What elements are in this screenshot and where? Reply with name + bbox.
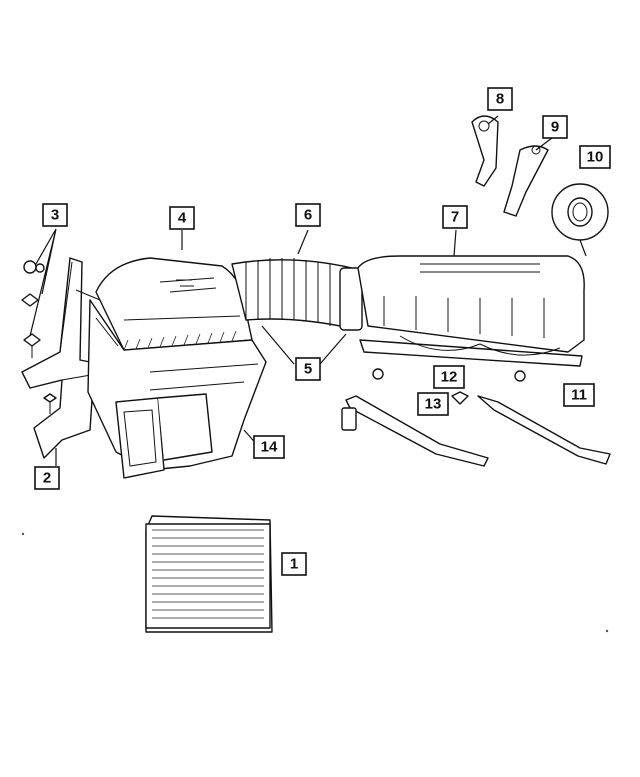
- callout-9-label: 9: [551, 119, 559, 136]
- callout-14: 14: [253, 435, 285, 459]
- part-14-air-cleaner-base: [87, 299, 267, 479]
- part-6-corrugated-duct: [231, 258, 363, 331]
- callout-10: 10: [579, 145, 611, 169]
- callout-13: 13: [417, 392, 449, 416]
- part-11-support-rod: [477, 395, 611, 465]
- callout-11: 11: [563, 383, 595, 407]
- callout-2: 2: [34, 466, 60, 490]
- callout-9: 9: [542, 115, 568, 139]
- part-12-support-rod: [341, 395, 489, 467]
- callout-4: 4: [169, 206, 195, 230]
- callout-12: 12: [433, 365, 465, 389]
- callout-6: 6: [295, 203, 321, 227]
- part-8-bracket: [471, 115, 499, 187]
- part-3-fasteners: [21, 260, 57, 414]
- callout-2-label: 2: [43, 470, 51, 487]
- registration-dot: [605, 629, 609, 633]
- part-1-air-filter: [145, 515, 273, 633]
- callout-7-label: 7: [451, 209, 459, 226]
- registration-dot: [21, 532, 25, 536]
- callout-13-label: 13: [425, 396, 442, 413]
- callout-3-label: 3: [51, 207, 59, 224]
- callout-7: 7: [442, 205, 468, 229]
- callout-5-label: 5: [304, 361, 312, 378]
- callout-6-label: 6: [304, 207, 312, 224]
- callout-1-label: 1: [290, 556, 298, 573]
- callout-3: 3: [42, 203, 68, 227]
- callout-10-label: 10: [587, 149, 604, 166]
- part-7-resonator: [357, 255, 585, 367]
- callout-11-label: 11: [571, 387, 587, 404]
- part-13-clip: [372, 368, 526, 405]
- callout-1: 1: [281, 552, 307, 576]
- callout-8-label: 8: [496, 91, 504, 108]
- callout-12-label: 12: [441, 369, 458, 386]
- part-9-bracket: [503, 145, 549, 217]
- callout-4-label: 4: [178, 210, 187, 227]
- callout-14-label: 14: [261, 439, 278, 456]
- callout-8: 8: [487, 87, 513, 111]
- part-4-air-cleaner-housing: [95, 257, 253, 351]
- callout-5: 5: [295, 357, 321, 381]
- part-10-grommet: [551, 183, 609, 241]
